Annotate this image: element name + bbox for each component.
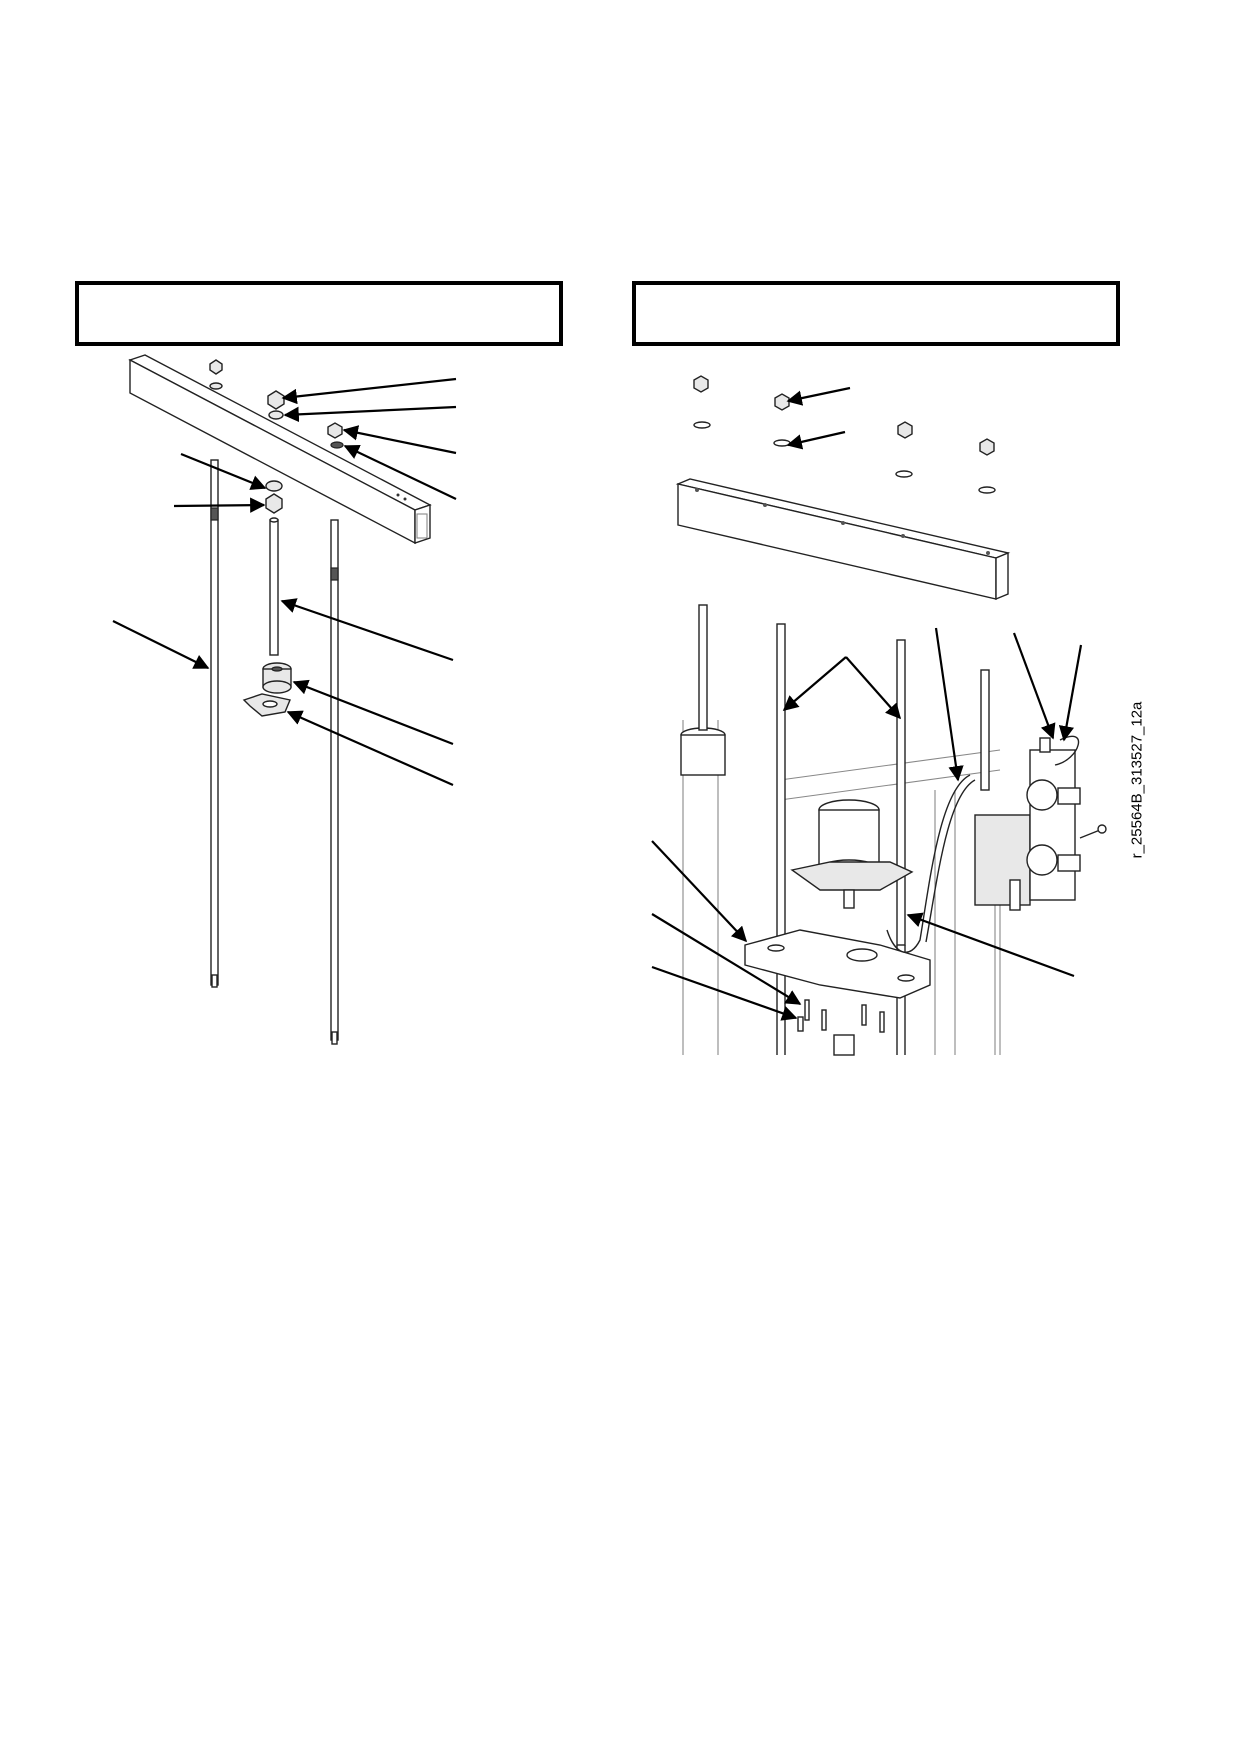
left-exploded-view (112, 354, 457, 1045)
center-rod (269, 517, 279, 656)
tie-bar-right (675, 478, 1011, 601)
tab-plate (242, 693, 291, 717)
rod-nut-group (265, 480, 283, 514)
valve-block (974, 737, 1107, 911)
mounting-plate (744, 929, 931, 1056)
tie-rod-right (330, 519, 339, 1045)
top-fasteners-right (693, 375, 996, 494)
figure-identifier: r_25564B_313527_12a (1128, 701, 1146, 859)
tie-rod-left (210, 459, 219, 988)
right-exploded-view (651, 375, 1107, 1056)
callout-arrows-left (112, 377, 457, 787)
left-panel-title-box (75, 281, 563, 346)
callout-arrows-right (651, 386, 1083, 1021)
right-panel-title-box (632, 281, 1120, 346)
tie-bar-left (128, 354, 432, 545)
motor-assembly (790, 799, 914, 909)
coupling-nut (262, 662, 292, 694)
rods-right (698, 604, 990, 1055)
